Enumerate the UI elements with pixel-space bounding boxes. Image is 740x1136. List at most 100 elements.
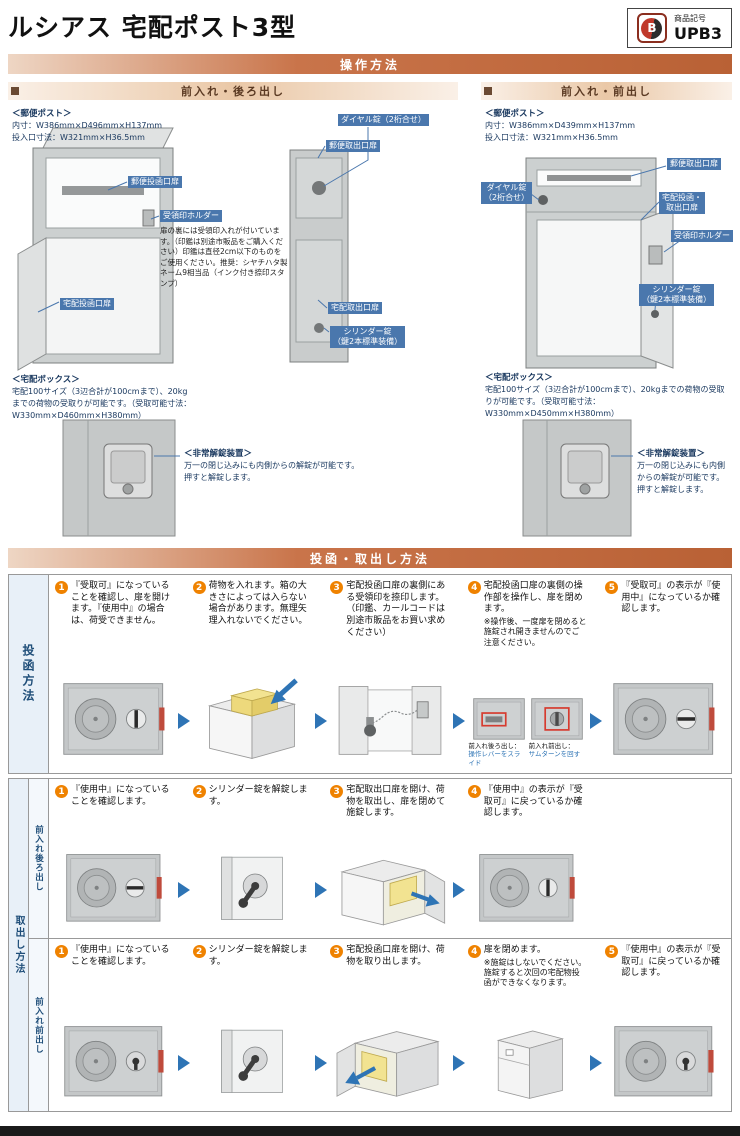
step-illustration [605,671,725,767]
lever-panel-illustration [472,697,526,741]
step-note: ※施錠はしないでください。施錠すると次回の宅配物投函ができなくなります。 [483,957,587,988]
posting-method-box: 投函方法 1 『受取可』になっていることを確認し、扉を開けます。『使用中』の場合… [8,574,732,774]
step-text: 宅配投函口扉の裏側の操作部を操作し、扉を閉めます。 ※操作後、一度扉を閉めると施… [483,581,587,647]
arrow-icon [177,713,190,729]
step-arrow [177,943,191,1107]
step-arrow [177,579,191,769]
step-number: 5 [605,945,619,958]
posting-step-3: 3 宅配投函口扉の裏側にある受領印を捺印します。（印鑑、カールコードは別途市販品… [328,579,452,769]
product-code-value: UPB3 [673,24,722,43]
thumbturn-panel-illustration [530,697,584,741]
cylinder-lock-tag: シリンダー錠 （鍵2本標準装備） [639,284,715,306]
remove-package-front-illustration [336,1030,440,1097]
posting-step-1: 1 『受取可』になっていることを確認し、扉を開けます。『使用中』の場合は、荷受で… [53,579,177,769]
dial-keyhole-panel-illustration [613,1024,714,1099]
product-code-text: 商品記号 UPB3 [674,13,722,43]
step-illustration [55,844,175,932]
parcel-box-heading: ＜宅配ボックス＞ [485,373,553,383]
dial-keyhole-panel-illustration [63,1024,164,1099]
page-title: ルシアス 宅配ポスト3型 [8,13,297,42]
diagram-row: 前入れ・後ろ出し [8,82,733,540]
arrow-icon [590,713,603,729]
step-arrow [589,579,603,769]
arrow-icon [315,713,328,729]
product-code-label: 商品記号 [673,14,706,23]
step-text: 『使用中』になっていることを確認します。 [71,945,170,967]
step-number: 2 [192,581,206,594]
cylinder-lock-tag: シリンダー錠 （鍵2本標準装備） [330,326,406,348]
back-out-row: 前入れ後ろ出し 1 『使用中』になっていることを確認します。 [29,779,731,939]
arrow-icon [590,1055,603,1071]
step-illustration [193,844,313,932]
step-illustration [193,1017,313,1105]
front-front-title: 前入れ・前出し [561,85,652,98]
step-arrow [452,579,466,769]
back-out-steps: 1 『使用中』になっていることを確認します。 [49,779,731,938]
remove-package-back-illustration [340,859,446,925]
step-arrow [314,579,328,769]
step-arrow [314,943,328,1107]
step-illustration [55,671,175,767]
empty-cell [603,783,727,934]
step-number: 1 [55,785,68,798]
operation-part-images [472,697,584,741]
arrow-icon [177,1055,190,1071]
stamp-holder-tag: 受領印ホルダー [160,210,222,222]
posting-step-4: 4 宅配投函口扉の裏側の操作部を操作し、扉を閉めます。 ※操作後、一度扉を閉める… [466,579,590,769]
mail-out-door-tag: 郵便取出口扉 [667,158,721,170]
stamp-holder-note: 扉の裏には受領印入れが付いています。（印鑑は別途市販品をご購入ください）印鑑は直… [160,226,288,288]
step-number: 2 [192,945,206,958]
step-illustration [330,671,450,767]
back-out-step-1: 1 『使用中』になっていることを確認します。 [53,783,177,934]
back-out-step-4: 4 『使用中』の表示が『受取可』に戻っているか確認します。 [466,783,590,934]
step-illustration [605,1017,725,1105]
mail-post-spec: ＜郵便ポスト＞ 内寸：W386mm×D439mm×H137mm 投入口寸法：W3… [485,108,635,144]
front-out-sub-label: 前入れ前出し [29,939,49,1111]
parcel-box-text: 宅配100サイズ（3辺合計が100cmまで）、20kgまでの荷物の受取りが可能で… [12,387,192,420]
step-illustration [468,844,588,932]
step-number: 4 [467,785,481,798]
step-number: 2 [192,785,206,798]
dial-panel-inuse-illustration [612,681,715,757]
stamp-inside-door-illustration [338,686,442,756]
step-text: シリンダー錠を解錠します。 [208,945,308,967]
arrow-icon [177,882,190,898]
emergency-unlock-note: ＜非常解錠装置＞ 万一の閉じ込みにも内側からの解錠が可能です。押すと解錠します。 [637,448,731,495]
step-text: 『受取可』の表示が『使用中』になっているか確認します。 [621,581,721,615]
retrieval-side-label: 取出し方法 [9,779,29,1111]
front-out-steps: 1 『使用中』になっていることを確認します。 [49,939,731,1111]
operation-part-captions: 前入れ後ろ出し： 操作レバーをスライド 前入れ前出し： サムターンを回す [468,742,587,767]
step-number: 1 [55,581,68,594]
front-front-column: 前入れ・前出し [481,82,733,540]
emergency-heading: ＜非常解錠装置＞ [184,449,253,459]
back-out-step-3: 3 宅配取出口扉を開け、荷物を取出し、扉を閉めて施錠します。 [328,783,452,934]
banner-marker [484,87,492,95]
step-illustration [330,844,450,932]
dial-lock-tag: ダイヤル錠（2桁合せ） [338,114,429,126]
dial-lock-line2: （2桁合せ） [484,193,530,202]
step-number: 4 [467,945,481,958]
empty-cell [589,783,603,934]
stamp-holder-tag: 受領印ホルダー [671,230,733,242]
front-front-title-banner: 前入れ・前出し [481,82,732,100]
usage-section: 投函方法 1 『受取可』になっていることを確認し、扉を開けます。『使用中』の場合… [8,574,732,1112]
emergency-unlock-note: ＜非常解錠装置＞ 万一の閉じ込みにも内側からの解錠が可能です。押すと解錠します。 [184,448,364,484]
parcel-slot-door-tag: 宅配投函口扉 [60,298,114,310]
step-arrow [177,783,191,934]
step-number: 3 [330,945,344,958]
step-text: 『使用中』の表示が『受取可』に戻っているか確認します。 [621,945,721,979]
front-back-column: 前入れ・後ろ出し [8,82,458,540]
step-arrow [452,783,466,934]
front-out-step-5: 5 『使用中』の表示が『受取可』に戻っているか確認します。 [603,943,727,1107]
front-back-title: 前入れ・後ろ出し [181,85,285,98]
posting-step-5: 5 『受取可』の表示が『使用中』になっているか確認します。 [603,579,727,769]
parcel-io-door-tag: 宅配投函・ 取出口扉 [659,192,705,214]
step-illustration [468,1017,588,1105]
back-out-sub-label: 前入れ後ろ出し [29,779,49,938]
mail-post-slot-dims: 投入口寸法：W321mm×H36.5mm [12,132,145,142]
dial-panel-receivable-illustration [62,681,165,757]
step-arrow [452,943,466,1107]
step-illustration: 前入れ後ろ出し： 操作レバーをスライド 前入れ前出し： サムターンを回す [468,671,588,767]
back-out-step-2: 2 シリンダー錠を解錠します。 [191,783,315,934]
